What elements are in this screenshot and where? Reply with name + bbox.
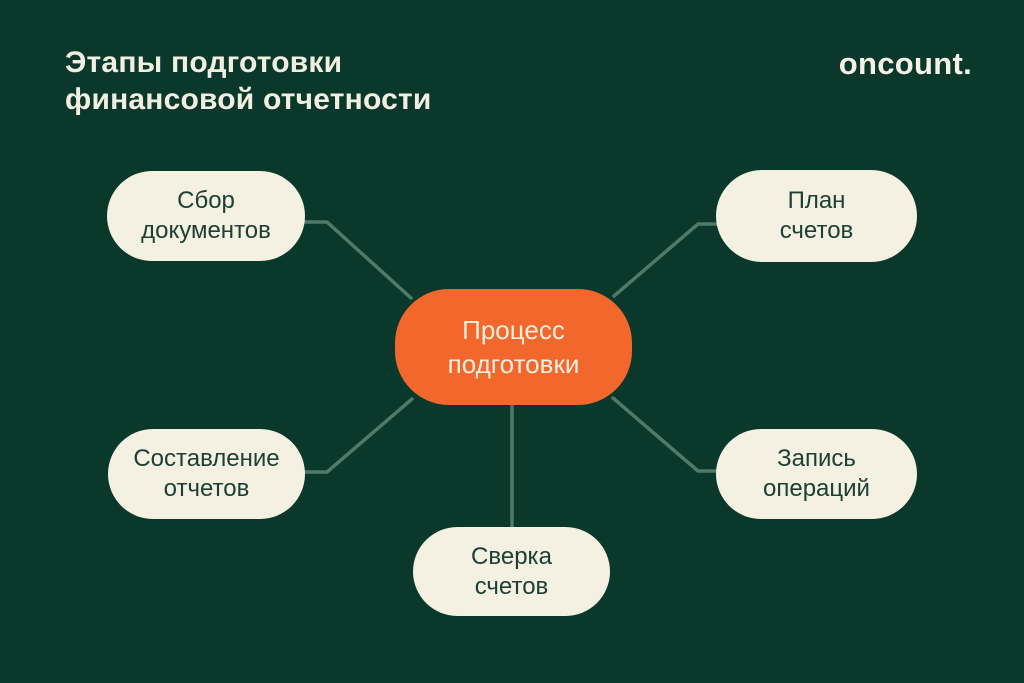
node-collect-documents-line-2: документов: [141, 217, 271, 244]
node-report-preparation-line-1: Составление: [133, 445, 280, 472]
connector-center-to-report-preparation: [301, 397, 414, 474]
node-account-reconciliation-line-1: Сверка: [471, 542, 552, 570]
node-account-reconciliation-line-2: счетов: [474, 572, 549, 600]
node-transaction-recording-line-1: Запись: [777, 445, 856, 472]
oncount-logo: oncount.: [838, 46, 972, 81]
node-collect-documents-line-1: Сбор: [177, 187, 235, 214]
connector-center-to-collect-documents: [301, 220, 413, 300]
node-collect-documents: Сбор документов: [107, 171, 305, 261]
node-chart-of-accounts-line-1: План: [787, 187, 846, 214]
page-title: Этапы подготовки финансовой отчетности: [65, 44, 432, 118]
node-center-process-line-1: Процесс: [462, 315, 565, 345]
node-transaction-recording: Запись операций: [716, 429, 917, 519]
node-report-preparation: Составление отчетов: [108, 429, 305, 519]
node-center-process-line-2: подготовки: [447, 349, 580, 379]
page-title-line-2: финансовой отчетности: [65, 83, 432, 116]
node-chart-of-accounts-line-2: счетов: [779, 217, 854, 244]
connector-center-to-chart-of-accounts: [612, 222, 720, 298]
node-report-preparation-line-2: отчетов: [163, 475, 250, 502]
node-center-process: Процесс подготовки: [395, 289, 632, 405]
node-chart-of-accounts: План счетов: [716, 170, 917, 262]
node-transaction-recording-line-2: операций: [763, 475, 870, 502]
node-account-reconciliation: Сверка счетов: [413, 527, 610, 616]
page-title-line-1: Этапы подготовки: [65, 46, 343, 79]
connector-center-to-transaction-recording: [611, 396, 720, 473]
